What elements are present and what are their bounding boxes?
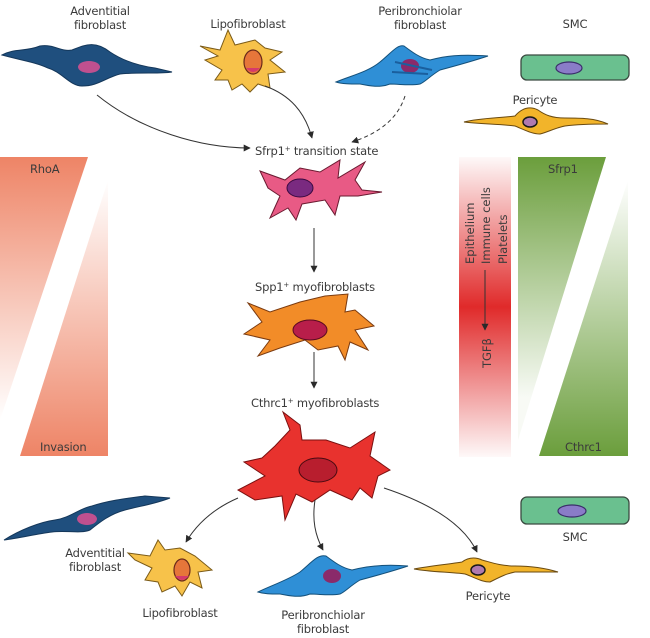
gene-name: Cthrc1 (251, 396, 288, 410)
adventitial-fibroblast-cell-bottom (3, 495, 171, 541)
nucleus (323, 569, 341, 583)
label-pericyte-bottom: Pericyte (465, 589, 511, 603)
label-epithelium: Epithelium (463, 202, 477, 264)
superscript: + (283, 281, 290, 289)
superscript: + (287, 397, 294, 405)
arrow-lipofibroblast-to-sfrp1 (264, 85, 314, 139)
spp1-myofibroblast-cell (242, 293, 376, 362)
label-lipofibroblast-bottom: Lipofibroblast (142, 606, 218, 620)
arrow-cthrc1-to-lipofibroblast (185, 497, 239, 543)
nucleus (78, 61, 100, 73)
label-line: Adventitial (65, 546, 125, 560)
lipofibroblast-cell-top (199, 28, 287, 93)
gene-name: Sfrp1 (255, 144, 285, 158)
state-text: transition state (290, 144, 379, 158)
label-line: fibroblast (73, 18, 127, 32)
pericyte-cell-top (463, 107, 609, 135)
label-adventitial-top: Adventitial fibroblast (45, 4, 155, 32)
label-sfrp1-state: Sfrp1+ transition state (255, 142, 378, 158)
label-smc-top: SMC (562, 17, 588, 31)
label-peribronchiolar-top: Peribronchiolar fibroblast (360, 4, 480, 32)
arrow-cthrc1-to-peribronchiolar (313, 499, 324, 551)
label-adventitial-bottom: Adventitial fibroblast (50, 546, 140, 574)
label-spp1-state: Spp1+ myofibroblasts (255, 278, 375, 294)
gene-name: Spp1 (255, 280, 284, 294)
arrow-adventitial-to-sfrp1 (96, 94, 251, 152)
label-line: fibroblast (68, 560, 122, 574)
label-pericyte-top: Pericyte (512, 93, 558, 107)
label-tgfb: TGFβ (480, 338, 494, 368)
label-line: fibroblast (296, 622, 350, 636)
label-lipofibroblast-top: Lipofibroblast (210, 17, 286, 31)
label-line: Adventitial (70, 4, 130, 18)
rhoa-wedge (0, 157, 88, 420)
nucleus (286, 178, 314, 198)
nucleus (298, 457, 338, 483)
state-text: myofibroblasts (289, 280, 376, 294)
peribronchiolar-fibroblast-cell-top (334, 45, 489, 87)
nucleus (555, 61, 583, 75)
label-cthrc1-state: Cthrc1+ myofibroblasts (251, 394, 379, 410)
label-invasion: Invasion (40, 440, 87, 454)
lipofibroblast-cell-bottom (126, 539, 214, 597)
cthrc1-myofibroblast-cell (236, 410, 391, 522)
nucleus (522, 116, 538, 128)
sfrp1-wedge (518, 157, 606, 440)
left-gradient-panel (0, 157, 108, 456)
cthrc1-wedge (539, 180, 628, 456)
label-peribronchiolar-bottom: Peribronchiolar fibroblast (268, 608, 378, 636)
label-cthrc1-gradient: Cthrc1 (565, 440, 602, 454)
label-line: fibroblast (393, 18, 447, 32)
nucleus (77, 513, 97, 525)
nucleus (470, 564, 486, 576)
label-platelets: Platelets (496, 214, 510, 264)
invasion-wedge (20, 180, 108, 456)
label-smc-bottom: SMC (562, 530, 588, 544)
label-immune-cells: Immune cells (479, 187, 493, 264)
adventitial-fibroblast-cell-top (0, 44, 173, 87)
state-text: myofibroblasts (293, 396, 380, 410)
arrow-peribronchiolar-to-sfrp1 (351, 95, 406, 144)
smc-cell-top (520, 54, 630, 81)
superscript: + (284, 145, 291, 153)
arrow-cthrc1-to-pericyte (383, 487, 478, 553)
label-line: Peribronchiolar (281, 608, 365, 622)
label-line: Peribronchiolar (378, 4, 462, 18)
pericyte-cell-bottom (413, 557, 559, 583)
label-rhoa: RhoA (30, 162, 60, 176)
sfrp1-transition-cell (259, 159, 383, 222)
label-sfrp1-gradient: Sfrp1 (548, 162, 578, 176)
right-gradient-panel (518, 157, 628, 456)
nucleus (292, 319, 328, 341)
smc-cell-bottom (520, 496, 630, 525)
lipid-droplet-nucleus (173, 558, 191, 582)
nucleus (557, 504, 587, 518)
peribronchiolar-fibroblast-cell-bottom (256, 555, 409, 597)
